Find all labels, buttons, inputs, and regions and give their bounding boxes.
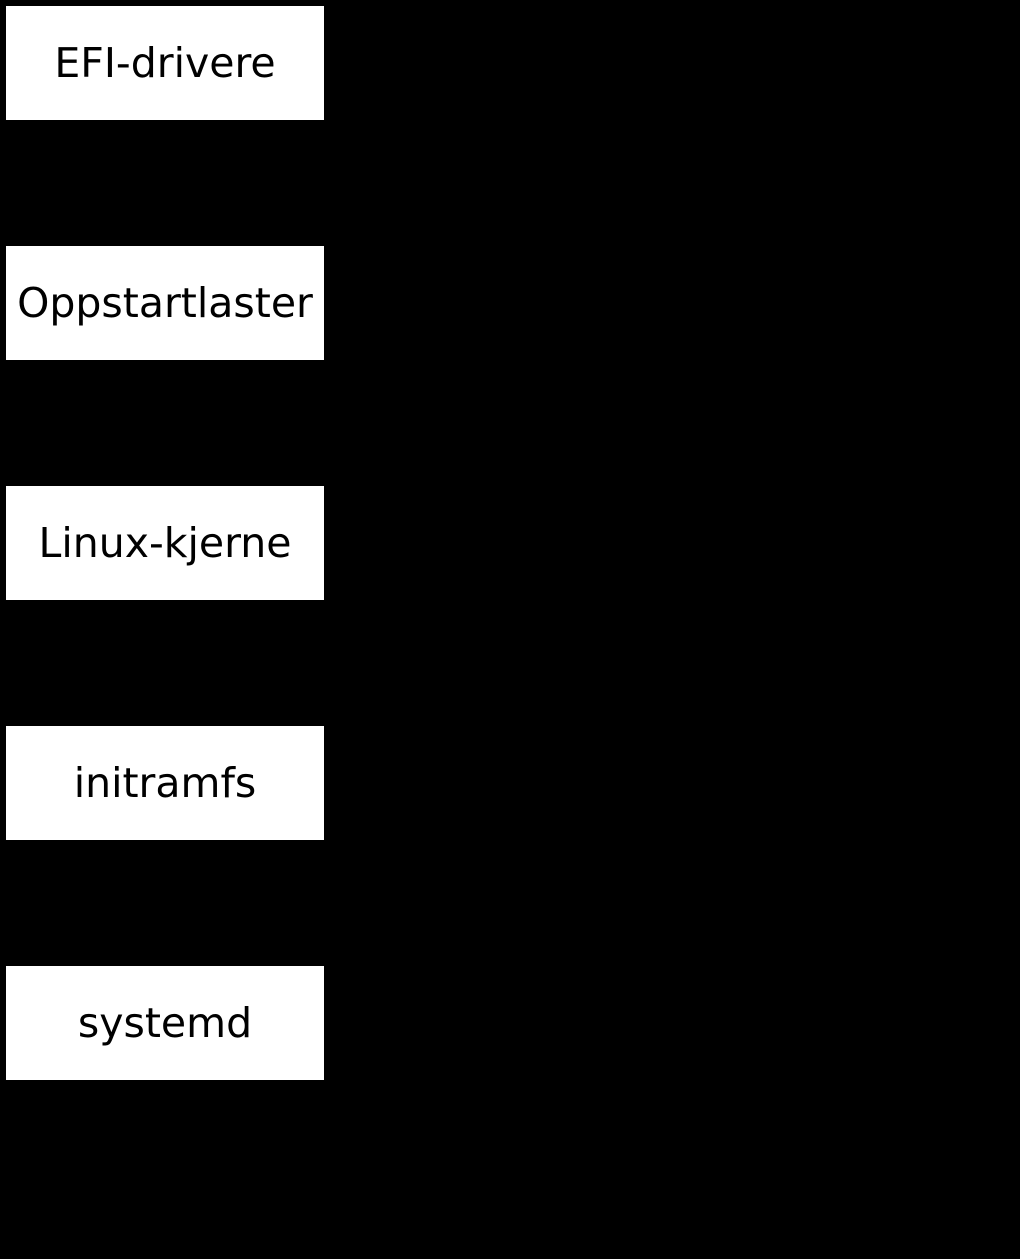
diagram-node-label: Oppstartlaster [17, 278, 313, 327]
diagram-node-linux-kernel: Linux-kjerne [6, 486, 324, 600]
diagram-node-label: Linux-kjerne [38, 518, 292, 567]
diagram-node-initramfs: initramfs [6, 726, 324, 840]
diagram-node-label: EFI-drivere [54, 38, 276, 87]
diagram-node-systemd: systemd [6, 966, 324, 1080]
diagram-node-label: initramfs [73, 758, 257, 807]
diagram-node-bootloader: Oppstartlaster [6, 246, 324, 360]
diagram-node-efi-drivers: EFI-drivere [6, 6, 324, 120]
diagram-node-label: systemd [77, 998, 253, 1047]
